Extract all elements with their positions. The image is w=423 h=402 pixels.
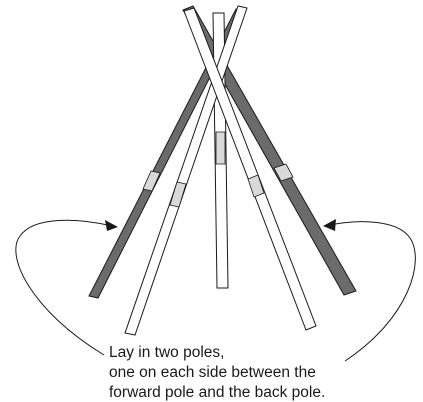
left-arrowhead <box>105 220 118 231</box>
pole-mark <box>216 132 225 164</box>
pole-mark <box>248 175 264 197</box>
caption-line-3: forward pole and the back pole. <box>109 384 325 401</box>
caption: Lay in two poles, one on each side betwe… <box>109 344 325 401</box>
right-arrowhead <box>323 219 336 231</box>
right-arrow <box>323 219 415 361</box>
caption-line-2: one on each side between the <box>109 364 316 381</box>
caption-line-1: Lay in two poles, <box>109 344 224 361</box>
white-pole-left <box>125 6 247 335</box>
white-pole-right <box>184 8 316 330</box>
